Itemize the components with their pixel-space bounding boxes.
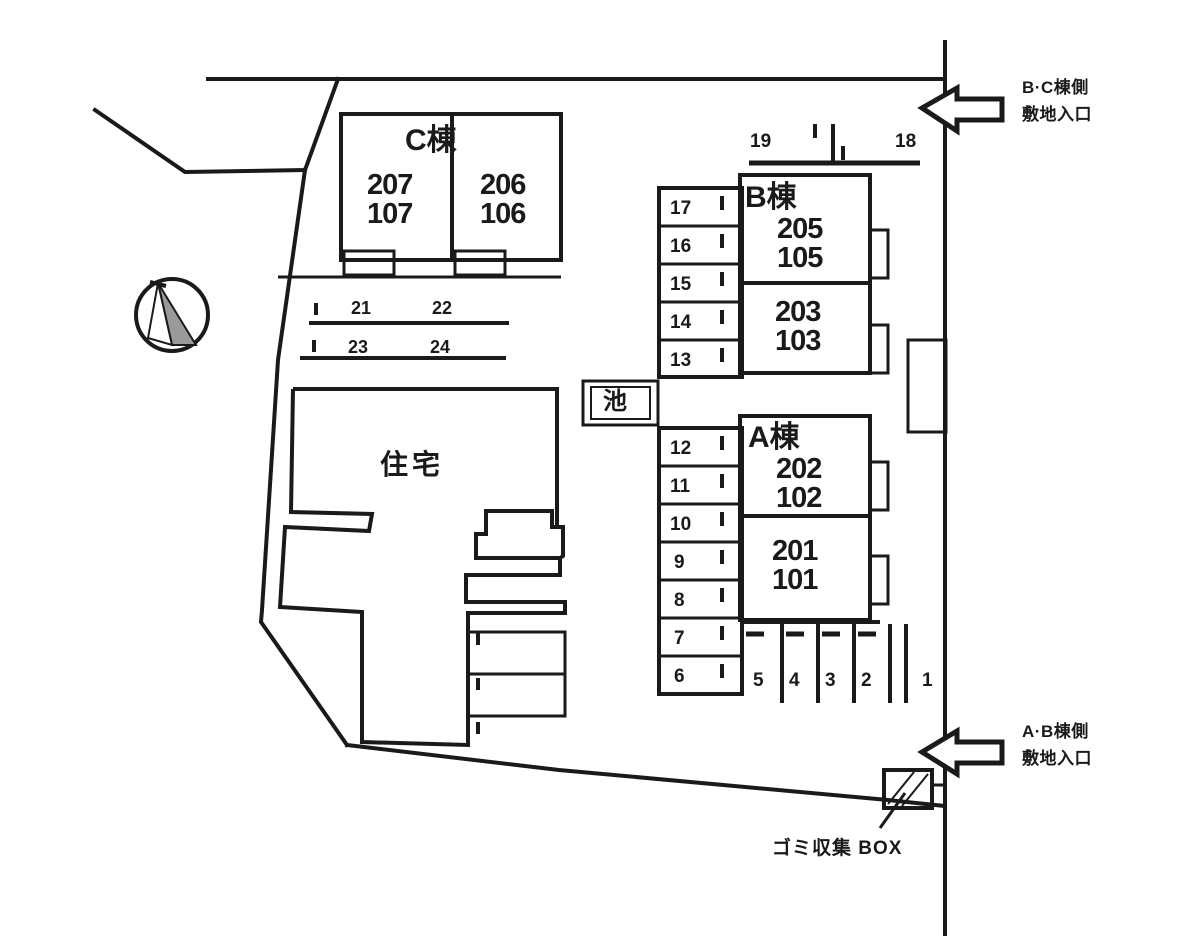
parking-stall-14: 14 <box>670 312 692 333</box>
trash-box-label: ゴミ収集 BOX <box>772 838 903 859</box>
building-a-unit-101: 101 <box>772 564 818 596</box>
building-c-unit-106: 106 <box>480 198 526 230</box>
parking-group-21-24 <box>300 303 509 360</box>
residence-right-wing <box>557 525 565 560</box>
trash-box-rect <box>882 768 934 810</box>
building-b-name-label: B棟 <box>745 181 797 214</box>
entrance-bc-label-line2: 敷地入口 <box>1022 105 1092 124</box>
parking-stall-23: 23 <box>348 337 369 357</box>
residence-body <box>277 387 567 748</box>
pond-box-inner <box>590 386 651 420</box>
parking-stall-16: 16 <box>670 236 692 257</box>
building-b-unit-105: 105 <box>777 242 823 274</box>
building-a-unit-102: 102 <box>776 482 822 514</box>
entrance-ab-label-line2: 敷地入口 <box>1022 749 1092 768</box>
parking-stall-15: 15 <box>670 274 692 295</box>
building-a-balcony-lower <box>868 554 890 606</box>
parking-stall-11: 11 <box>670 476 691 497</box>
residence-label: 住宅 <box>380 449 445 480</box>
building-c-balcony-left <box>342 249 396 277</box>
parking-stall-13: 13 <box>670 350 692 371</box>
building-b-unit-205: 205 <box>777 213 823 245</box>
residence-room-2 <box>466 672 567 718</box>
parking-stall-21: 21 <box>351 298 372 318</box>
building-c-unit-206: 206 <box>480 169 526 201</box>
parking-stall-19: 19 <box>750 131 772 152</box>
parking-stall-10: 10 <box>670 514 692 535</box>
compass-needle-light <box>146 282 174 347</box>
building-a-unit-201: 201 <box>772 535 818 567</box>
building-a-name-label: A棟 <box>748 421 800 454</box>
building-c-outline <box>278 112 563 279</box>
boundary-left-side <box>258 167 350 748</box>
parking-stall-4: 4 <box>789 670 800 691</box>
building-b-balcony-lower <box>868 323 890 375</box>
roadside-structure <box>906 338 948 434</box>
pond-box <box>581 379 660 427</box>
trash-hatch-1 <box>887 771 915 805</box>
parking-stall-18: 18 <box>895 131 917 152</box>
entrance-arrow-bc-icon <box>917 83 1005 136</box>
building-b-unit-203: 203 <box>775 296 821 328</box>
pond-label: 池 <box>603 388 627 415</box>
compass-tick-n <box>149 280 167 288</box>
parking-col-lower-frame <box>657 426 744 696</box>
parking-stall-7: 7 <box>674 628 685 649</box>
residence-outline <box>277 387 567 748</box>
parking-stall-5: 5 <box>753 670 764 691</box>
north-compass-icon <box>134 277 210 353</box>
building-b-outline <box>738 173 890 375</box>
building-c-name-label: C棟 <box>405 124 457 157</box>
entrance-arrow-ab-icon <box>917 726 1005 779</box>
entrance-bc-label-line1: B·C棟側 <box>1022 78 1089 97</box>
trash-box-shape <box>878 768 945 829</box>
residence-room-1 <box>466 630 567 676</box>
compass-circle <box>134 277 210 353</box>
building-c-unit-107: 107 <box>367 198 413 230</box>
trash-hatch-2 <box>901 773 929 807</box>
parking-stall-8: 8 <box>674 590 685 611</box>
parking-stall-6: 6 <box>674 666 685 687</box>
building-a-unit-202: 202 <box>776 453 822 485</box>
building-c-balcony-right <box>453 249 507 277</box>
trash-leader-line <box>878 792 907 829</box>
parking-stall-12: 12 <box>670 438 692 459</box>
parking-stall-24: 24 <box>430 337 451 357</box>
parking-stall-2: 2 <box>861 670 872 691</box>
site-boundary-lines <box>92 40 948 936</box>
building-b-unit-103: 103 <box>775 325 821 357</box>
parking-stall-9: 9 <box>674 552 685 573</box>
building-c-unit-207: 207 <box>367 169 413 201</box>
entrance-ab-label-line1: A·B棟側 <box>1022 722 1089 741</box>
boundary-bottom <box>344 742 948 809</box>
parking-stall-1: 1 <box>922 670 933 691</box>
parking-stall-3: 3 <box>825 670 836 691</box>
building-a-balcony-upper <box>868 460 890 512</box>
parking-stall-22: 22 <box>432 298 453 318</box>
boundary-upper-left <box>92 76 341 175</box>
parking-group-18-19 <box>749 124 920 166</box>
parking-column-6-12 <box>657 426 744 696</box>
parking-group-1-5 <box>742 620 908 703</box>
building-b-balcony-upper <box>868 228 890 280</box>
parking-stall-17: 17 <box>670 198 692 219</box>
